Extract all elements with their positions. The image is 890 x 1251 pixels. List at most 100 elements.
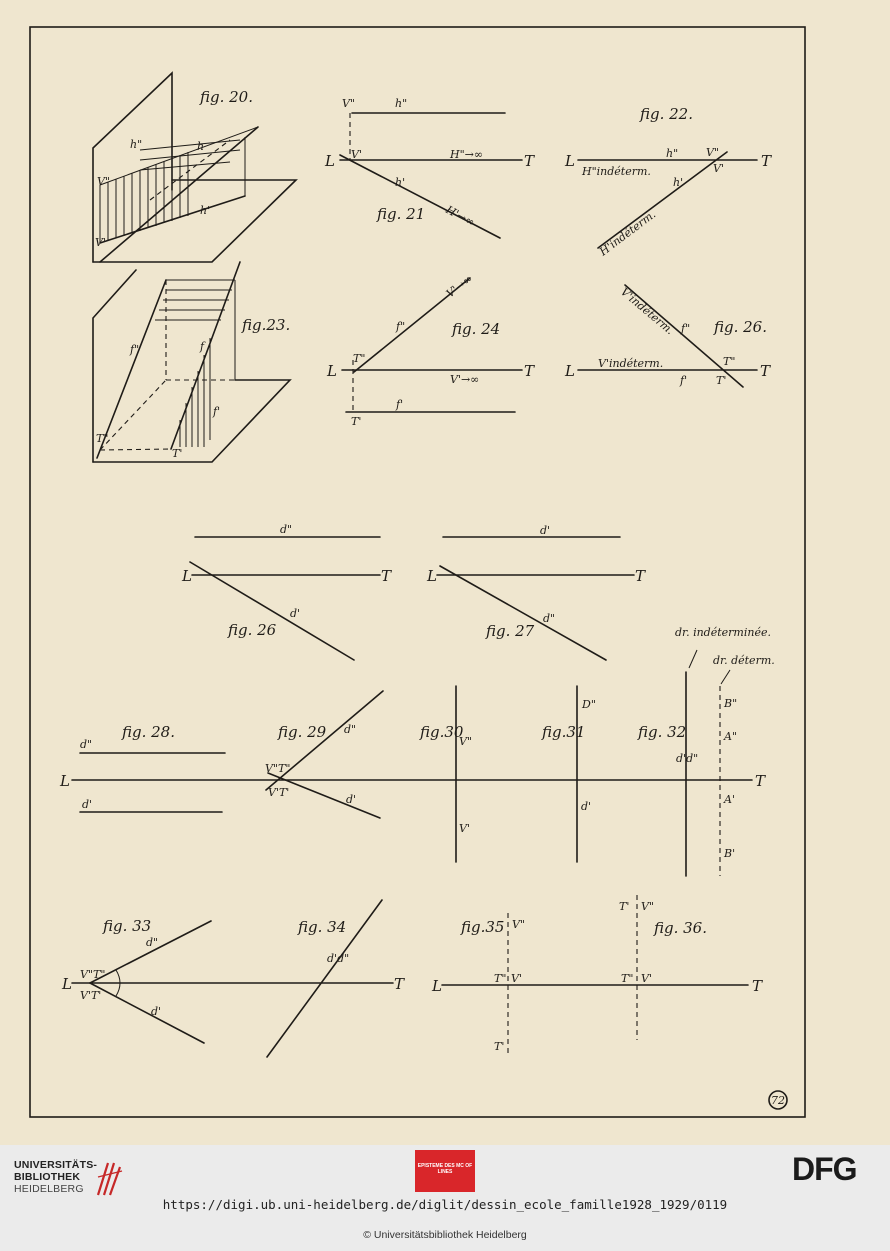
ub-mark-icon [96,1162,123,1196]
fig20-label: V' [95,236,106,249]
fig20-label: V" [97,175,110,188]
fig20-hatch [107,139,241,241]
fig21-label: H'→∞ [443,203,477,230]
copyright-notice: © Universitätsbibliothek Heidelberg [363,1229,527,1241]
fig23-label: f" [129,343,139,356]
viewer-footer: UNIVERSITÄTS- BIBLIOTHEK HEIDELBERG EPIS… [0,1145,890,1251]
fig35-label: V' [511,972,522,985]
fig36-label: T" [621,972,633,985]
fig33-label: d' [151,1005,161,1018]
fig21-label: H"→∞ [449,148,483,161]
fig36-label: V" [641,900,654,913]
fig26a-title: fig. 26. [713,318,767,336]
fig29-label: V'T' [268,786,289,799]
fig29-title: fig. 29 [277,723,327,741]
fig32-label: B" [723,697,737,710]
fig20-label: h' [200,204,210,217]
fig23-label: T' [172,447,182,460]
fig24-title: fig. 24 [451,320,500,338]
fig24-label: V'→∞ [450,373,479,386]
fig35-label: L [431,977,442,995]
fig20-label: h" [130,138,142,151]
fig27-label: L [426,567,437,585]
fig33-title: fig. 33 [102,917,151,935]
fig20-title: fig. 20. [199,88,253,106]
fig26b-label: L [181,567,192,585]
fig28-label: d" [80,738,92,751]
fig24-label: V'→∞ [444,272,475,300]
fig22-title: fig. 22. [639,105,693,123]
fig21-label: L [324,152,335,170]
fig28-label: d' [82,798,92,811]
fig26a-drawing [577,284,758,388]
fig33-label: V'T' [80,989,101,1002]
dr-determ-label: dr. déterm. [713,654,775,667]
fig26a-label: f' [679,374,687,387]
fig22-label: h" [666,147,678,160]
fig26a-label: L [564,362,575,380]
episteme-logo-text: EPISTEME DES MC OF LINES [417,1163,473,1175]
scanned-plate: fig. 20. h" V" h h' V' V" h" V' L T H"→∞… [0,0,890,1145]
fig32-label: A" [723,730,737,743]
fig24-label: L [326,362,337,380]
fig31-title: fig.31 [541,723,585,741]
main-L-label: L [59,772,70,790]
fig34-label: d'd" [327,952,349,965]
fig21-label: h' [395,176,405,189]
fig30-label: V' [459,822,470,835]
fig26b-drawing [189,536,381,661]
fig24-label: T" [353,352,365,365]
fig26a-label: V'indéterm. [618,285,676,337]
dfg-logo[interactable]: DFG [792,1151,858,1187]
fig20-drawing [92,71,298,263]
fig21-label: h" [395,97,407,110]
fig24-label: T' [351,415,361,428]
fig22-label: T [761,152,772,170]
fig26a-label: T [760,362,771,380]
fig27-title: fig. 27 [485,622,535,640]
fig27-label: d' [540,524,550,537]
fig34-title: fig. 34 [297,918,346,936]
fig21-label: V" [342,97,355,110]
fig24-label: T [524,362,535,380]
fig32-label: B' [723,847,735,860]
fig22-label: V" [706,146,719,159]
fig21-title: fig. 21 [376,205,425,223]
fig33-label: L [61,975,72,993]
fig32-label: d'd" [676,752,698,765]
fig31-label: d' [581,800,591,813]
fig21-drawing [339,112,523,239]
fig23-label: f' [212,405,220,418]
fig23-title: fig.23. [241,316,290,334]
fig29-label: d' [346,793,356,806]
fig26a-label: V'indéterm. [598,357,663,370]
fig22-label: h' [673,176,683,189]
episteme-logo[interactable]: EPISTEME DES MC OF LINES [415,1150,475,1192]
fig22-drawing [577,151,758,249]
ub-heidelberg-logo[interactable]: UNIVERSITÄTS- BIBLIOTHEK HEIDELBERG [14,1155,134,1199]
fig22-label: L [564,152,575,170]
fig31-label: D" [581,698,596,711]
fig26b-label: T [381,567,392,585]
fig27-label: d" [543,612,555,625]
fig26b-label: d" [280,523,292,536]
fig26a-label: T" [723,355,735,368]
fig23-hatch [155,289,232,447]
page-url[interactable]: https://digi.ub.uni-heidelberg.de/diglit… [162,1197,728,1212]
fig36-label: T' [619,900,629,913]
fig28-title: fig. 28. [121,723,175,741]
fig24-label: f" [395,320,405,333]
fig22-label: H'indéterm. [596,208,658,259]
fig24-label: f' [395,398,403,411]
fig24-drawing [341,277,523,413]
page-number: 72 [771,1094,785,1107]
fig33-label: d" [146,936,158,949]
fig30-label: V" [459,735,472,748]
ub-logo-line1: UNIVERSITÄTS- [14,1159,98,1171]
fig29-label: V"T" [265,762,290,775]
fig35-title: fig.35 [460,918,504,936]
fig26b-title: fig. 26 [227,621,277,639]
fig27-drawing [436,536,635,661]
fig36-label: V' [641,972,652,985]
fig35-label: V" [512,918,525,931]
